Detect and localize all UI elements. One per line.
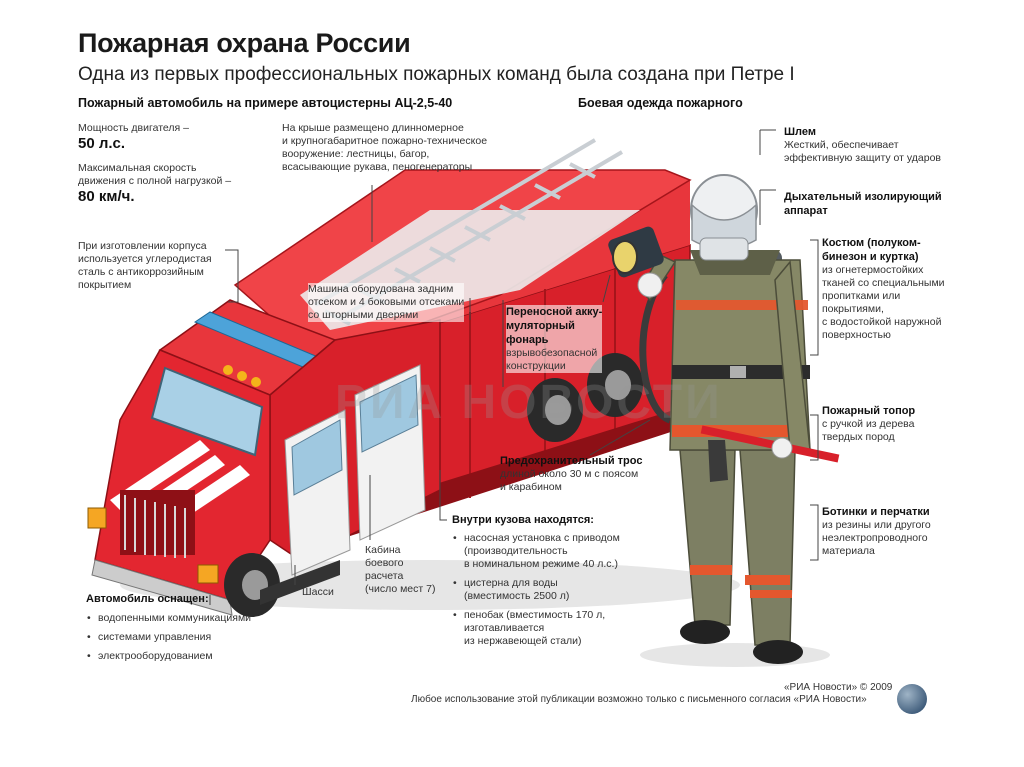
rope-note: Предохранительный трос длиной около 30 м… (500, 454, 642, 494)
compartments-note: Машина оборудована задним отсеком и 4 бо… (308, 283, 465, 322)
list-item-line: из нержавеющей стали) (464, 635, 582, 647)
roof-equipment-note: На крыше размещено длинномерное и крупно… (282, 122, 487, 174)
lamp-illustration (608, 226, 664, 278)
firefighter-illustration (608, 174, 840, 667)
list-item: насосная установка с приводом (производи… (453, 532, 620, 571)
breathing-title-line: Дыхательный изолирующий (784, 191, 942, 203)
roof-note-line: На крыше размещено длинномерное (282, 122, 464, 134)
rope-desc-line: и карабином (500, 481, 562, 493)
list-item-line: насосная установка с приводом (464, 532, 620, 544)
list-item: пенобак (вместимость 170 л, изготавливае… (453, 609, 620, 648)
axe-desc-line: твердых пород (822, 431, 895, 443)
suit-desc-line: покрытиями, (822, 303, 884, 315)
max-speed-value: 80 км/ч. (78, 188, 135, 205)
list-item-line: пенобак (вместимость 170 л, (464, 609, 606, 621)
compartments-note-line: отсеком и 4 боковыми отсеками (308, 296, 465, 308)
suit-desc-line: с водостойкой наружной (822, 316, 942, 328)
usage-note: Любое использование этой публикации возм… (411, 694, 867, 705)
lamp-note: Переносной акку- муляторный фонарь взрыв… (506, 305, 603, 373)
list-item-line: (производительность (464, 545, 568, 557)
cabin-note-line: боевого (365, 557, 404, 569)
suit-title-line: Костюм (полуком- (822, 237, 921, 249)
watermark-text: РИА НОВОСТИ (335, 376, 723, 429)
body-note-line: покрытием (78, 279, 132, 291)
lamp-title-line: фонарь (506, 334, 549, 346)
axe-note: Пожарный топор с ручкой из дерева тверды… (822, 404, 915, 444)
list-item: водопенными коммуникациями (87, 612, 251, 625)
lamp-desc-line: взрывобезопасной (506, 347, 598, 359)
cabin-note-line: (число мест 7) (365, 583, 436, 595)
page-subtitle: Одна из первых профессиональных пожарных… (78, 64, 795, 85)
breathing-apparatus-note: Дыхательный изолирующий аппарат (784, 190, 942, 218)
lamp-desc-line: конструкции (506, 360, 566, 372)
helmet-desc-line: эффективную защиту от ударов (784, 152, 941, 164)
roof-note-line: вооружение: лестницы, багор, (282, 148, 430, 160)
equipped-heading: Автомобиль оснащен: (86, 593, 209, 605)
page-title: Пожарная охрана России (78, 28, 411, 58)
axe-title: Пожарный топор (822, 405, 916, 417)
body-material-note: При изготовлении корпуса используется уг… (78, 240, 212, 292)
cabin-note-line: Кабина (365, 544, 401, 556)
list-item: электрооборудованием (87, 650, 251, 663)
list-item: цистерна для воды (вместимость 2500 л) (453, 577, 620, 603)
list-item-line: в номинальном режиме 40 л.с.) (464, 558, 618, 570)
inside-body-block: Внутри кузова находятся: насосная устано… (452, 513, 620, 654)
body-note-line: используется углеродистая (78, 253, 212, 265)
equipped-list: водопенными коммуникациями системами упр… (86, 612, 251, 663)
suit-note: Костюм (полуком- бинезон и куртка) из ог… (822, 236, 945, 342)
inside-body-heading: Внутри кузова находятся: (452, 514, 594, 526)
engine-power-value: 50 л.с. (78, 135, 126, 152)
rope-title: Предохранительный трос (500, 455, 643, 467)
boots-desc-line: из резины или другого (822, 519, 931, 531)
max-speed-label-2: движения с полной нагрузкой – (78, 175, 232, 187)
compartments-note-line: Машина оборудована задним (308, 283, 454, 295)
equipped-block: Автомобиль оснащен: водопенными коммуник… (86, 592, 251, 669)
boots-gloves-note: Ботинки и перчатки из резины или другого… (822, 505, 931, 558)
max-speed-block: Максимальная скорость движения с полной … (78, 162, 231, 205)
lamp-title-line: муляторный (506, 320, 575, 332)
rope-desc-line: длиной около 30 м с поясом (500, 468, 639, 480)
helmet-note: Шлем Жесткий, обеспечивает эффективную з… (784, 125, 941, 165)
axe-desc-line: с ручкой из дерева (822, 418, 915, 430)
list-item-line: цистерна для воды (464, 577, 558, 589)
engine-power-block: Мощность двигателя – 50 л.с. (78, 122, 189, 152)
suit-desc-line: тканей со специальными (822, 277, 945, 289)
compartments-note-line: со шторными дверями (308, 309, 419, 321)
body-note-line: сталь с антикоррозийным (78, 266, 204, 278)
cabin-note-line: расчета (365, 570, 404, 582)
list-item: системами управления (87, 631, 251, 644)
boots-title: Ботинки и перчатки (822, 506, 930, 518)
helmet-desc-line: Жесткий, обеспечивает (784, 139, 899, 151)
list-item-line: (вместимость 2500 л) (464, 590, 570, 602)
cabin-note: Кабина боевого расчета (число мест 7) (365, 544, 435, 596)
max-speed-label-1: Максимальная скорость (78, 162, 197, 174)
list-item-line: изготавливается (464, 622, 545, 634)
breathing-title-line: аппарат (784, 205, 828, 217)
ria-logo-icon (897, 684, 927, 714)
body-note-line: При изготовлении корпуса (78, 240, 207, 252)
suit-desc-line: из огнетермостойких (822, 264, 924, 276)
boots-desc-line: неэлектропроводного (822, 532, 928, 544)
inside-body-list: насосная установка с приводом (производи… (452, 532, 620, 648)
suit-title-line: бинезон и куртка) (822, 251, 919, 263)
lamp-title-line: Переносной акку- (506, 306, 603, 318)
roof-note-line: и крупногабаритное пожарно-техническое (282, 135, 488, 147)
boots-desc-line: материала (822, 545, 875, 557)
truck-section-heading: Пожарный автомобиль на примере автоцисте… (78, 96, 453, 110)
axe-illustration (700, 425, 840, 482)
copyright-text: «РИА Новости» © 2009 (784, 682, 893, 693)
roof-note-line: всасывающие рукава, пеногенераторы (282, 161, 473, 173)
suit-desc-line: пропитками или (822, 290, 901, 302)
chassis-label: Шасси (302, 586, 334, 598)
engine-power-label: Мощность двигателя – (78, 122, 189, 134)
helmet-title: Шлем (784, 126, 817, 138)
gear-section-heading: Боевая одежда пожарного (578, 96, 743, 110)
helmet-illustration (690, 174, 758, 261)
leader-lines (209, 129, 819, 605)
suit-desc-line: поверхностью (822, 329, 891, 341)
